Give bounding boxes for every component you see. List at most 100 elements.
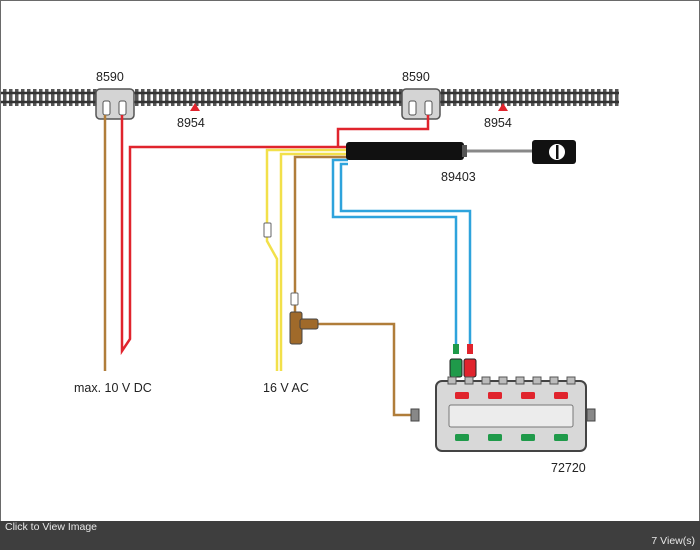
view-image-link[interactable]: Click to View Image	[5, 521, 98, 533]
track-sleeper	[537, 89, 541, 106]
track-sleeper	[507, 89, 511, 106]
track-sleeper	[261, 89, 265, 106]
signal-marker-left	[190, 103, 200, 111]
track-sleeper	[531, 89, 535, 106]
track-sleeper	[285, 89, 289, 106]
track-sleeper	[447, 89, 451, 106]
control-box-pins	[447, 376, 576, 385]
track-sleeper	[465, 89, 469, 106]
track-sleeper	[333, 89, 337, 106]
label-decoupler-right: 8590	[402, 70, 430, 84]
track-sleeper	[573, 89, 577, 106]
track-sleeper	[267, 89, 271, 106]
distributor-plug	[289, 311, 319, 345]
track-sleeper	[201, 89, 205, 106]
track-sleeper	[63, 89, 67, 106]
track-sleeper	[525, 89, 529, 106]
track-sleeper	[351, 89, 355, 106]
track-sleeper	[363, 89, 367, 106]
track-sleeper	[81, 89, 85, 106]
track-sleeper	[501, 89, 505, 106]
track-sleeper	[69, 89, 73, 106]
footer-bar	[0, 521, 700, 550]
track-sleeper	[579, 89, 583, 106]
track-sleeper	[555, 89, 559, 106]
red-buttons	[455, 392, 568, 399]
track-sleeper	[513, 89, 517, 106]
track-sleeper	[321, 89, 325, 106]
track-sleeper	[477, 89, 481, 106]
track-sleeper	[369, 89, 373, 106]
track-sleeper	[489, 89, 493, 106]
label-uncoupler-motor: 89403	[441, 170, 476, 184]
label-power-dc: max. 10 V DC	[74, 381, 152, 395]
track-sleeper	[87, 89, 91, 106]
track-sleeper	[15, 89, 19, 106]
connector-yellow	[263, 222, 272, 238]
track-sleeper	[561, 89, 565, 106]
track-sleeper	[45, 89, 49, 106]
track-sleeper	[141, 89, 145, 106]
track-sleeper	[495, 89, 499, 106]
track-sleeper	[3, 89, 7, 106]
wiring-diagram: 8590 8590 8954 8954 89403 max. 10 V DC 1…	[1, 70, 619, 475]
track-sleeper	[543, 89, 547, 106]
track-sleeper	[345, 89, 349, 106]
track-sleeper	[453, 89, 457, 106]
track-sleeper	[609, 89, 613, 106]
label-decoupler-left: 8590	[96, 70, 124, 84]
control-box-pin	[549, 376, 559, 385]
track-sleeper	[165, 89, 169, 106]
plug-green	[449, 344, 463, 378]
connector-brown	[290, 292, 299, 306]
signal-marker-right	[498, 103, 508, 111]
track-sleeper	[159, 89, 163, 106]
track-sleeper	[57, 89, 61, 106]
wire-brown-common	[293, 155, 348, 317]
control-box	[410, 376, 596, 452]
label-signal-right: 8954	[484, 116, 512, 130]
track-sleeper	[309, 89, 313, 106]
wire-red-dc	[120, 115, 348, 356]
track-sleeper	[315, 89, 319, 106]
decoupler-right	[401, 88, 441, 120]
track-sleeper	[615, 89, 619, 106]
label-signal-left: 8954	[177, 116, 205, 130]
track-sleeper	[177, 89, 181, 106]
control-box-pin	[481, 376, 491, 385]
track-sleeper	[9, 89, 13, 106]
track-sleeper	[483, 89, 487, 106]
track-sleeper	[303, 89, 307, 106]
track-sleeper	[597, 89, 601, 106]
control-box-pin	[498, 376, 508, 385]
track-sleeper	[213, 89, 217, 106]
track-sleeper	[603, 89, 607, 106]
wire-yellow-2	[279, 152, 348, 371]
image-frame[interactable]: 8590 8590 8954 8954 89403 max. 10 V DC 1…	[0, 0, 700, 522]
track-sleeper	[171, 89, 175, 106]
track-sleeper	[135, 89, 139, 106]
track-sleeper	[471, 89, 475, 106]
view-count: 7 View(s)	[651, 535, 695, 547]
track-sleeper	[519, 89, 523, 106]
track-sleeper	[147, 89, 151, 106]
track-sleeper	[381, 89, 385, 106]
track-sleeper	[249, 89, 253, 106]
track-sleeper	[567, 89, 571, 106]
track-sleeper	[549, 89, 553, 106]
plug-red	[463, 344, 477, 378]
track-sleeper	[21, 89, 25, 106]
track-sleeper	[459, 89, 463, 106]
track-sleeper	[585, 89, 589, 106]
track-sleeper	[39, 89, 43, 106]
track-sleeper	[195, 89, 199, 106]
track-sleeper	[291, 89, 295, 106]
decoupler-left	[95, 88, 135, 120]
track-sleeper	[393, 89, 397, 106]
control-box-pin	[447, 376, 457, 385]
track-sleeper	[387, 89, 391, 106]
track-sleeper	[189, 89, 193, 106]
track-sleeper	[225, 89, 229, 106]
control-box-pin	[464, 376, 474, 385]
track-sleeper	[339, 89, 343, 106]
